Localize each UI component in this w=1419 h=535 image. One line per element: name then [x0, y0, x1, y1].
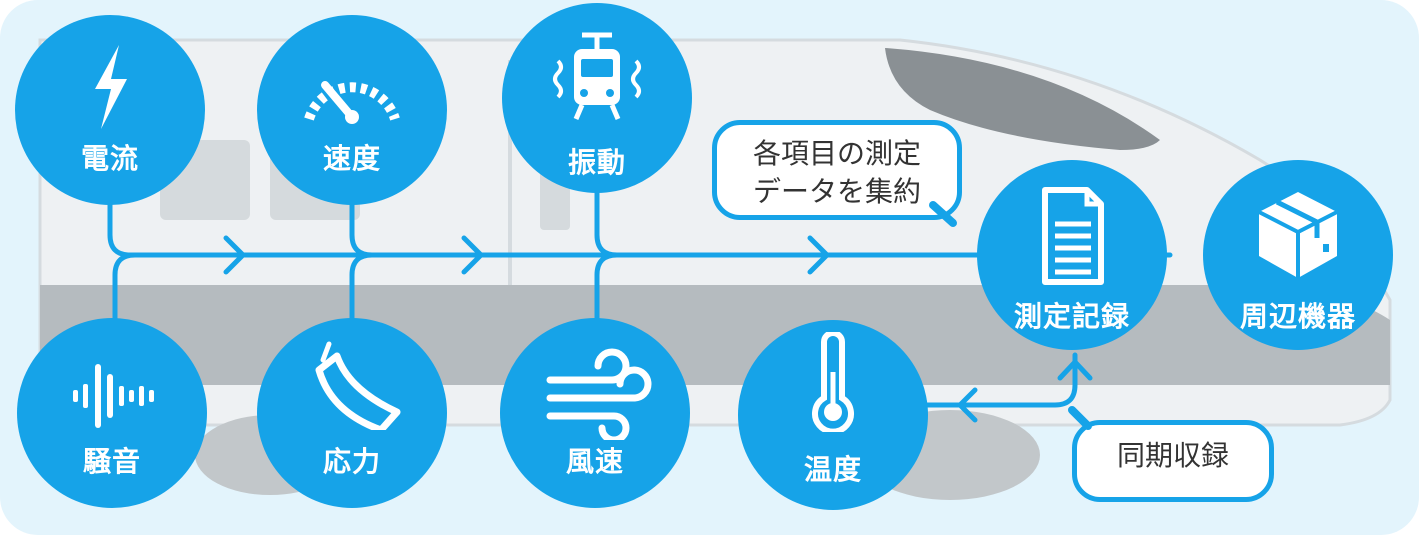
aggregate-callout: 各項目の測定 データを集約	[712, 120, 962, 220]
thermometer-icon	[812, 332, 854, 432]
peripheral-label: 周辺機器	[1239, 300, 1356, 333]
wind-speed-label: 風速	[565, 445, 624, 478]
sound-wave-icon	[73, 364, 154, 428]
temperature-label: 温度	[803, 453, 862, 486]
speed-label: 速度	[322, 142, 381, 175]
lightning-icon	[95, 45, 127, 129]
record-label: 測定記録	[1013, 300, 1130, 333]
noise-node: 騒音	[17, 318, 207, 508]
current-node: 電流	[15, 15, 205, 205]
current-label: 電流	[80, 142, 139, 175]
arrow-chevron-4	[957, 387, 978, 423]
stress-node: 応力	[257, 318, 447, 508]
package-box-icon	[1258, 192, 1338, 278]
aggregate-callout-tail	[929, 201, 957, 227]
sync-callout-tail	[1068, 406, 1092, 430]
strain-gauge-icon	[315, 341, 401, 430]
vibration-label: 振動	[567, 146, 626, 179]
arrow-chevron-2	[461, 235, 484, 275]
document-icon	[1042, 187, 1104, 285]
sync-callout-label: 同期収録	[1116, 439, 1229, 472]
aggregate-callout-line2: データを集約	[752, 175, 921, 208]
train-windshield	[885, 48, 1160, 150]
flow-lines	[107, 177, 1173, 423]
speedometer-icon	[304, 81, 400, 124]
record-node: 測定記録	[977, 160, 1167, 350]
arrow-chevron-5	[1057, 359, 1093, 381]
temperature-node: 温度	[738, 320, 928, 510]
tram-vibration-icon	[553, 32, 641, 120]
sync-callout: 同期収録	[1072, 420, 1274, 502]
noise-label: 騒音	[82, 445, 141, 478]
vibration-node: 振動	[502, 3, 692, 193]
train-stripe	[40, 285, 1390, 385]
aggregate-callout-line1: 各項目の測定	[752, 137, 921, 170]
wind-speed-node: 風速	[500, 318, 690, 508]
arrow-chevron-3	[807, 235, 830, 275]
speed-node: 速度	[257, 15, 447, 205]
peripheral-node: 周辺機器	[1203, 160, 1393, 350]
wind-icon	[546, 348, 652, 440]
stress-label: 応力	[322, 445, 381, 478]
arrow-chevron-1	[223, 235, 246, 275]
